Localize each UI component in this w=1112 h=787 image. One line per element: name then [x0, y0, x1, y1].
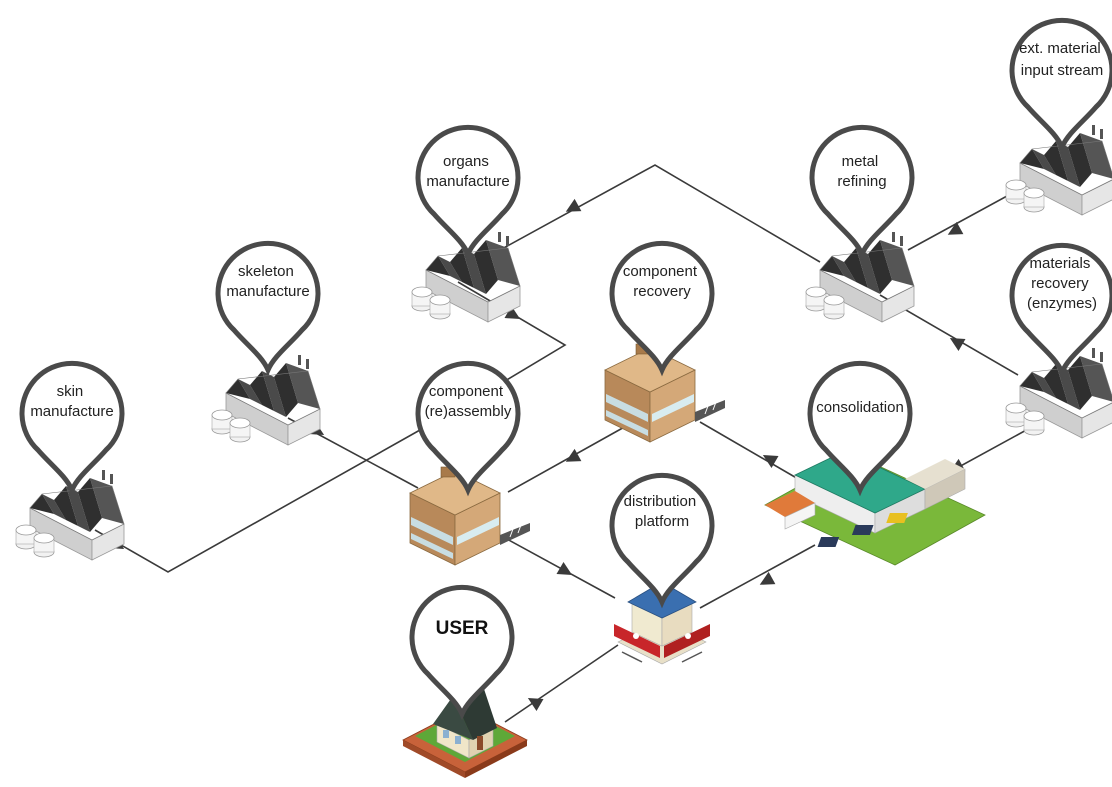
flow-ext-to-metal — [907, 189, 1019, 251]
pin-skin-manufacture: skin manufacture — [19, 360, 125, 497]
flow-recovery-to-reassembly — [507, 424, 629, 493]
arrowhead — [504, 305, 521, 319]
node-label: materials recovery (enzymes) — [1027, 255, 1097, 312]
pin-metal-refining: metal refining — [809, 124, 915, 261]
node-label: metal refining — [837, 153, 886, 190]
node-label: distribution platform — [624, 493, 701, 530]
arrowhead — [565, 198, 582, 212]
arrowhead — [949, 338, 966, 352]
flow-skin-to-reassembly — [94, 429, 421, 573]
arrowhead — [556, 561, 573, 575]
pin-distribution-platform: distribution platform — [609, 472, 715, 609]
node-label: component recovery — [623, 263, 701, 300]
flow-metal-to-organs — [499, 164, 821, 263]
arrowhead — [527, 698, 544, 712]
arrowhead — [565, 448, 582, 462]
node-label: skin manufacture — [30, 383, 113, 420]
node-label: consolidation — [816, 399, 904, 416]
flow-recovery-to-consolidation — [699, 421, 801, 481]
pin-component-recovery: component recovery — [609, 240, 715, 377]
pin-user: USER — [409, 584, 515, 721]
node-label: USER — [436, 618, 489, 639]
arrowhead — [947, 221, 964, 235]
pin-component-reassembly: component (re)assembly — [415, 360, 521, 497]
node-label: ext. material input stream — [1019, 40, 1105, 79]
location-pins: ext. material input stream metal refinin… — [19, 17, 1112, 721]
pin-consolidation: consolidation — [807, 360, 913, 497]
node-label: skeleton manufacture — [226, 263, 309, 300]
node-label: organs manufacture — [426, 153, 509, 190]
arrowhead — [759, 571, 776, 585]
pin-ext-material-input-stream: ext. material input stream — [1009, 17, 1112, 154]
building-icons — [15, 124, 1112, 779]
pin-organs-manufacture: organs manufacture — [415, 124, 521, 261]
arrowhead — [762, 455, 779, 469]
flow-consolidation-to-distribution — [699, 544, 816, 609]
flow-distribution-to-user — [504, 644, 619, 723]
pin-skeleton-manufacture: skeleton manufacture — [215, 240, 321, 377]
pin-materials-recovery: materials recovery (enzymes) — [1009, 242, 1112, 379]
node-label: component (re)assembly — [425, 383, 512, 420]
